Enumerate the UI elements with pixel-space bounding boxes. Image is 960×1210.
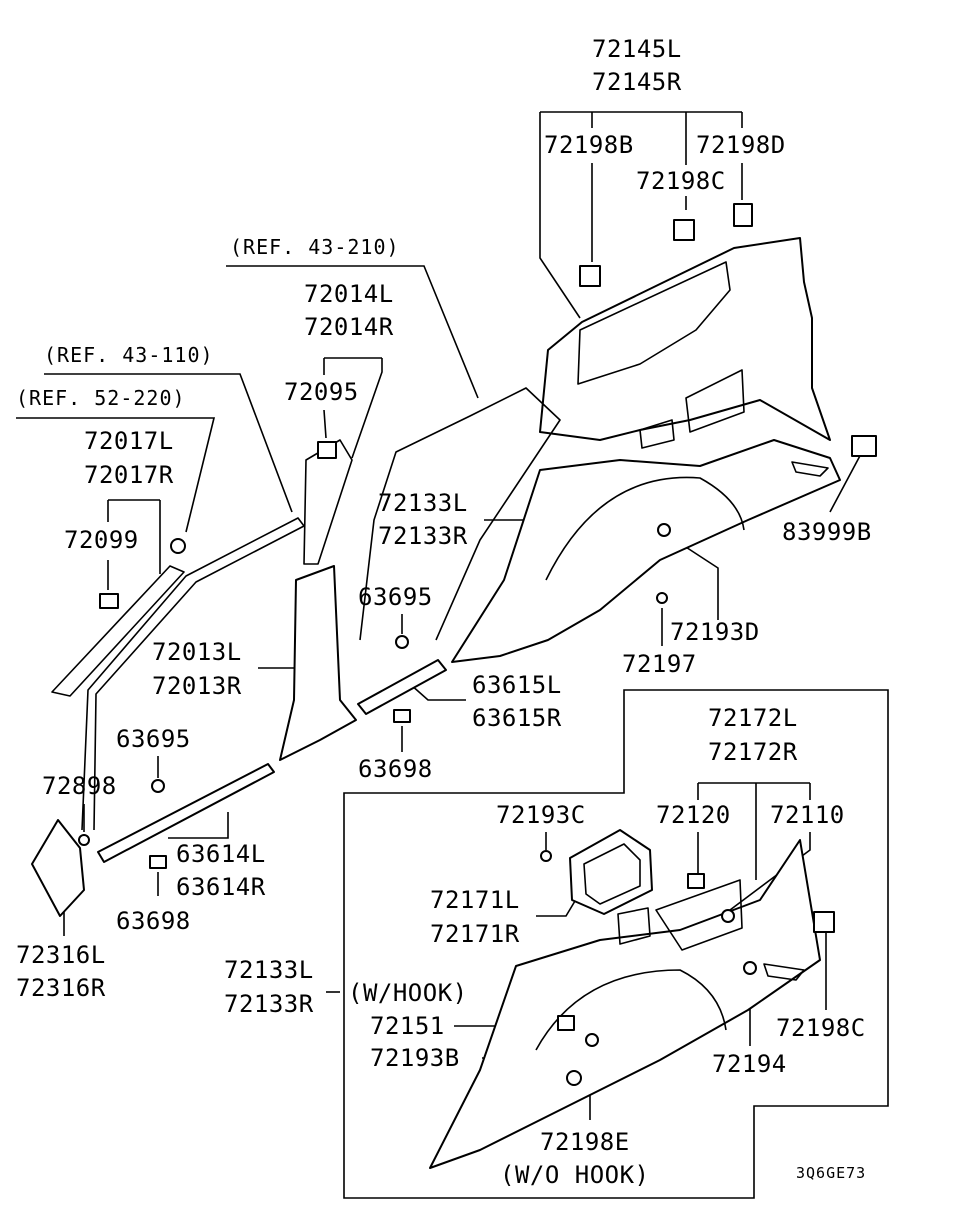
label-72013L: 72013L [152,638,242,666]
label-72133R-bot: 72133R [224,990,314,1018]
clip-72198D [733,203,753,227]
label-72198C-top: 72198C [636,167,726,195]
label-72014L: 72014L [304,280,394,308]
label-63615L: 63615L [472,671,562,699]
label-72316L: 72316L [16,941,106,969]
door-weatherstrip [359,387,561,641]
label-72193D: 72193D [670,618,760,646]
diagram-code: 3Q6GE73 [796,1164,866,1182]
screw-72193D [657,523,671,537]
label-83999B: 83999B [782,518,872,546]
clip-72120 [687,873,705,889]
clip-72110 [721,909,735,923]
screw-63695-left [151,779,165,793]
quarter-trim-lower [451,439,841,663]
label-72171L: 72171L [430,886,520,914]
label-72194: 72194 [712,1050,787,1078]
label-72898: 72898 [42,772,117,800]
label-72133L-top: 72133L [378,489,468,517]
hook-72151 [557,1015,575,1031]
label-w-hook: (W/HOOK) [348,979,468,1007]
clip-72095 [317,441,337,459]
label-72133R-top: 72133R [378,522,468,550]
label-63614L: 63614L [176,840,266,868]
clip-72017 [170,538,186,554]
label-72171R: 72171R [430,920,520,948]
label-72120: 72120 [656,801,731,829]
label-72145L: 72145L [592,35,682,63]
cowl-side-trim [31,819,85,917]
label-72198C-bot: 72198C [776,1014,866,1042]
fastener-83999B [851,435,877,457]
front-pillar-trim [51,565,185,697]
label-63614R: 63614R [176,873,266,901]
quarter-trim-upper [539,237,831,441]
scuff-plate-front [97,763,275,863]
label-wo-hook: (W/O HOOK) [500,1161,650,1189]
label-63698-left: 63698 [116,907,191,935]
label-63615R: 63615R [472,704,562,732]
label-ref-52-220: (REF. 52-220) [16,386,186,410]
clip-72198C-top [673,219,695,241]
label-72133L-bot: 72133L [224,956,314,984]
label-72172R: 72172R [708,738,798,766]
label-72013R: 72013R [152,672,242,700]
part-labels: 72145L 72145R 72198B 72198D 72198C (REF.… [16,35,872,1189]
screw-72193C [540,850,552,862]
clip-72198B [579,265,601,287]
label-ref-43-210: (REF. 43-210) [230,235,400,259]
clip-72198C-bot [813,911,835,933]
clip-72898 [78,834,90,846]
label-72145R: 72145R [592,68,682,96]
clip-72099 [99,593,119,609]
label-72017L: 72017L [84,427,174,455]
label-72017R: 72017R [84,461,174,489]
clip-72197 [656,592,668,604]
detail-inset-frame [343,689,889,1199]
label-72193C: 72193C [496,801,586,829]
inset-quarter-trim [429,839,821,1169]
screw-63695-mid [395,635,409,649]
label-72316R: 72316R [16,974,106,1002]
label-72014R: 72014R [304,313,394,341]
label-72095: 72095 [284,378,359,406]
label-72198B: 72198B [544,131,634,159]
center-pillar-trim [279,565,357,761]
nut-63698-mid [393,709,411,723]
label-72110: 72110 [770,801,845,829]
clip-72198E [566,1070,582,1086]
label-ref-43-110: (REF. 43-110) [44,343,214,367]
label-63695-mid: 63695 [358,583,433,611]
part-illustrations [31,203,877,1169]
label-72197: 72197 [622,650,697,678]
label-72172L: 72172L [708,704,798,732]
scuff-plate-rear [357,659,447,715]
label-72198D: 72198D [696,131,786,159]
label-72151: 72151 [370,1012,445,1040]
label-72193B: 72193B [370,1044,460,1072]
nut-63698-left [149,855,167,869]
label-63695-left: 63695 [116,725,191,753]
label-72099: 72099 [64,526,139,554]
label-63698-mid: 63698 [358,755,433,783]
clip-72194 [743,961,757,975]
screw-72193B [585,1033,599,1047]
label-72198E: 72198E [540,1128,630,1156]
